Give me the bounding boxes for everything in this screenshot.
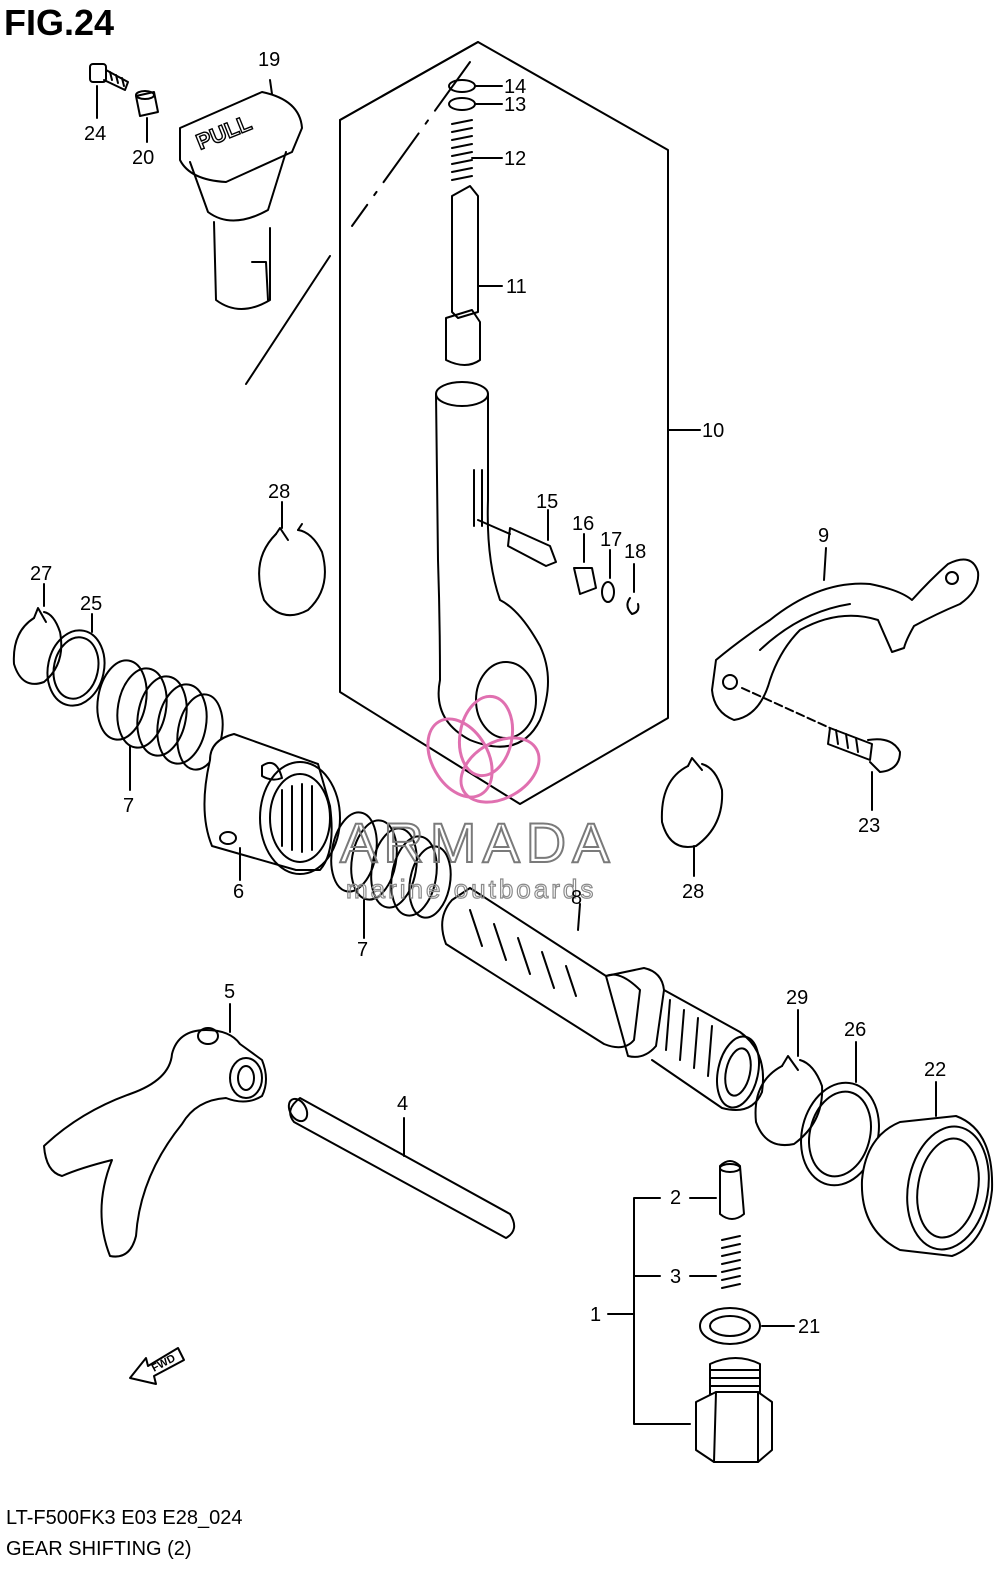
callout-7-lower: 7 (357, 939, 368, 961)
callout-11: 11 (506, 276, 527, 298)
callout-9: 9 (818, 525, 829, 547)
figure-title: FIG.24 (4, 2, 115, 43)
callout-28-upper: 28 (268, 481, 290, 503)
callout-19: 19 (258, 49, 280, 71)
part-17-washer[interactable] (601, 549, 615, 603)
diagram-name: GEAR SHIFTING (2) (6, 1538, 192, 1560)
callout-21: 21 (798, 1316, 820, 1338)
part-25-ring[interactable] (41, 613, 112, 711)
watermark-logo-icon (426, 694, 541, 804)
part-1-plug-bolt[interactable] (695, 1357, 773, 1463)
part-7-lower-spring[interactable] (325, 809, 456, 939)
part-2-plunger[interactable] (689, 1160, 745, 1220)
callout-20: 20 (132, 147, 154, 169)
part-6-sleeve[interactable] (203, 733, 341, 881)
part-19-knob[interactable] (179, 79, 303, 310)
callout-18: 18 (624, 541, 646, 563)
part-13-ring[interactable] (448, 97, 503, 111)
callout-17: 17 (600, 529, 622, 551)
part-22-bearing[interactable] (860, 1081, 998, 1257)
callout-14: 14 (504, 76, 526, 98)
callout-16: 16 (572, 513, 594, 535)
model-code: LT-F500FK3 E03 E28_024 (6, 1507, 243, 1529)
callout-7-upper: 7 (123, 795, 134, 817)
callout-1: 1 (590, 1304, 601, 1326)
part-14-ring[interactable] (448, 79, 503, 93)
watermark-brand: ARMADA (340, 811, 616, 874)
callout-6: 6 (233, 881, 244, 903)
callout-28-lower: 28 (682, 881, 704, 903)
part-12-spring[interactable] (451, 119, 503, 181)
watermark-subtitle: marine outboards (346, 874, 596, 904)
callout-27: 27 (30, 563, 52, 585)
part-9-bracket[interactable] (711, 547, 980, 721)
part-24-bolt[interactable] (89, 63, 129, 119)
part-4-shaft[interactable] (285, 1096, 516, 1239)
part-28-upper-circlip[interactable] (258, 501, 326, 617)
callout-5: 5 (224, 981, 235, 1003)
fwd-arrow-icon (129, 1347, 185, 1385)
part-10-lever[interactable] (435, 381, 549, 748)
callout-23: 23 (858, 815, 880, 837)
callout-25: 25 (80, 593, 102, 615)
callout-13: 13 (504, 94, 526, 116)
part-21-washer[interactable] (699, 1307, 795, 1345)
callout-8: 8 (571, 887, 582, 909)
callout-12: 12 (504, 148, 526, 170)
callout-26: 26 (844, 1019, 866, 1041)
group-1-bracket (607, 1197, 691, 1425)
part-27-circlip[interactable] (12, 583, 63, 685)
callout-3: 3 (670, 1266, 681, 1288)
part-28-lower-circlip[interactable] (660, 757, 724, 877)
part-11-rod[interactable] (445, 185, 503, 366)
callout-4: 4 (397, 1093, 408, 1115)
part-5-shift-fork[interactable] (43, 1003, 267, 1258)
callout-29: 29 (786, 987, 808, 1009)
callout-2: 2 (670, 1187, 681, 1209)
part-8-shaft[interactable] (441, 887, 765, 1111)
assembly-10-outline (245, 41, 701, 805)
part-7-upper-spring[interactable] (91, 656, 228, 791)
part-3-spring[interactable] (689, 1235, 741, 1289)
part-23-bolt[interactable] (741, 687, 901, 811)
callout-15: 15 (536, 491, 558, 513)
part-18-clip[interactable] (626, 563, 640, 615)
callout-10: 10 (702, 420, 724, 442)
part-29-circlip[interactable] (754, 1009, 824, 1146)
callout-labels: 19 24 20 14 13 12 11 10 28 15 16 17 18 9… (30, 49, 946, 1338)
callout-22: 22 (924, 1059, 946, 1081)
part-20-collar[interactable] (135, 90, 159, 143)
part-15-pin[interactable] (477, 509, 557, 567)
callout-24: 24 (84, 123, 106, 145)
part-16-collar[interactable] (573, 533, 597, 595)
